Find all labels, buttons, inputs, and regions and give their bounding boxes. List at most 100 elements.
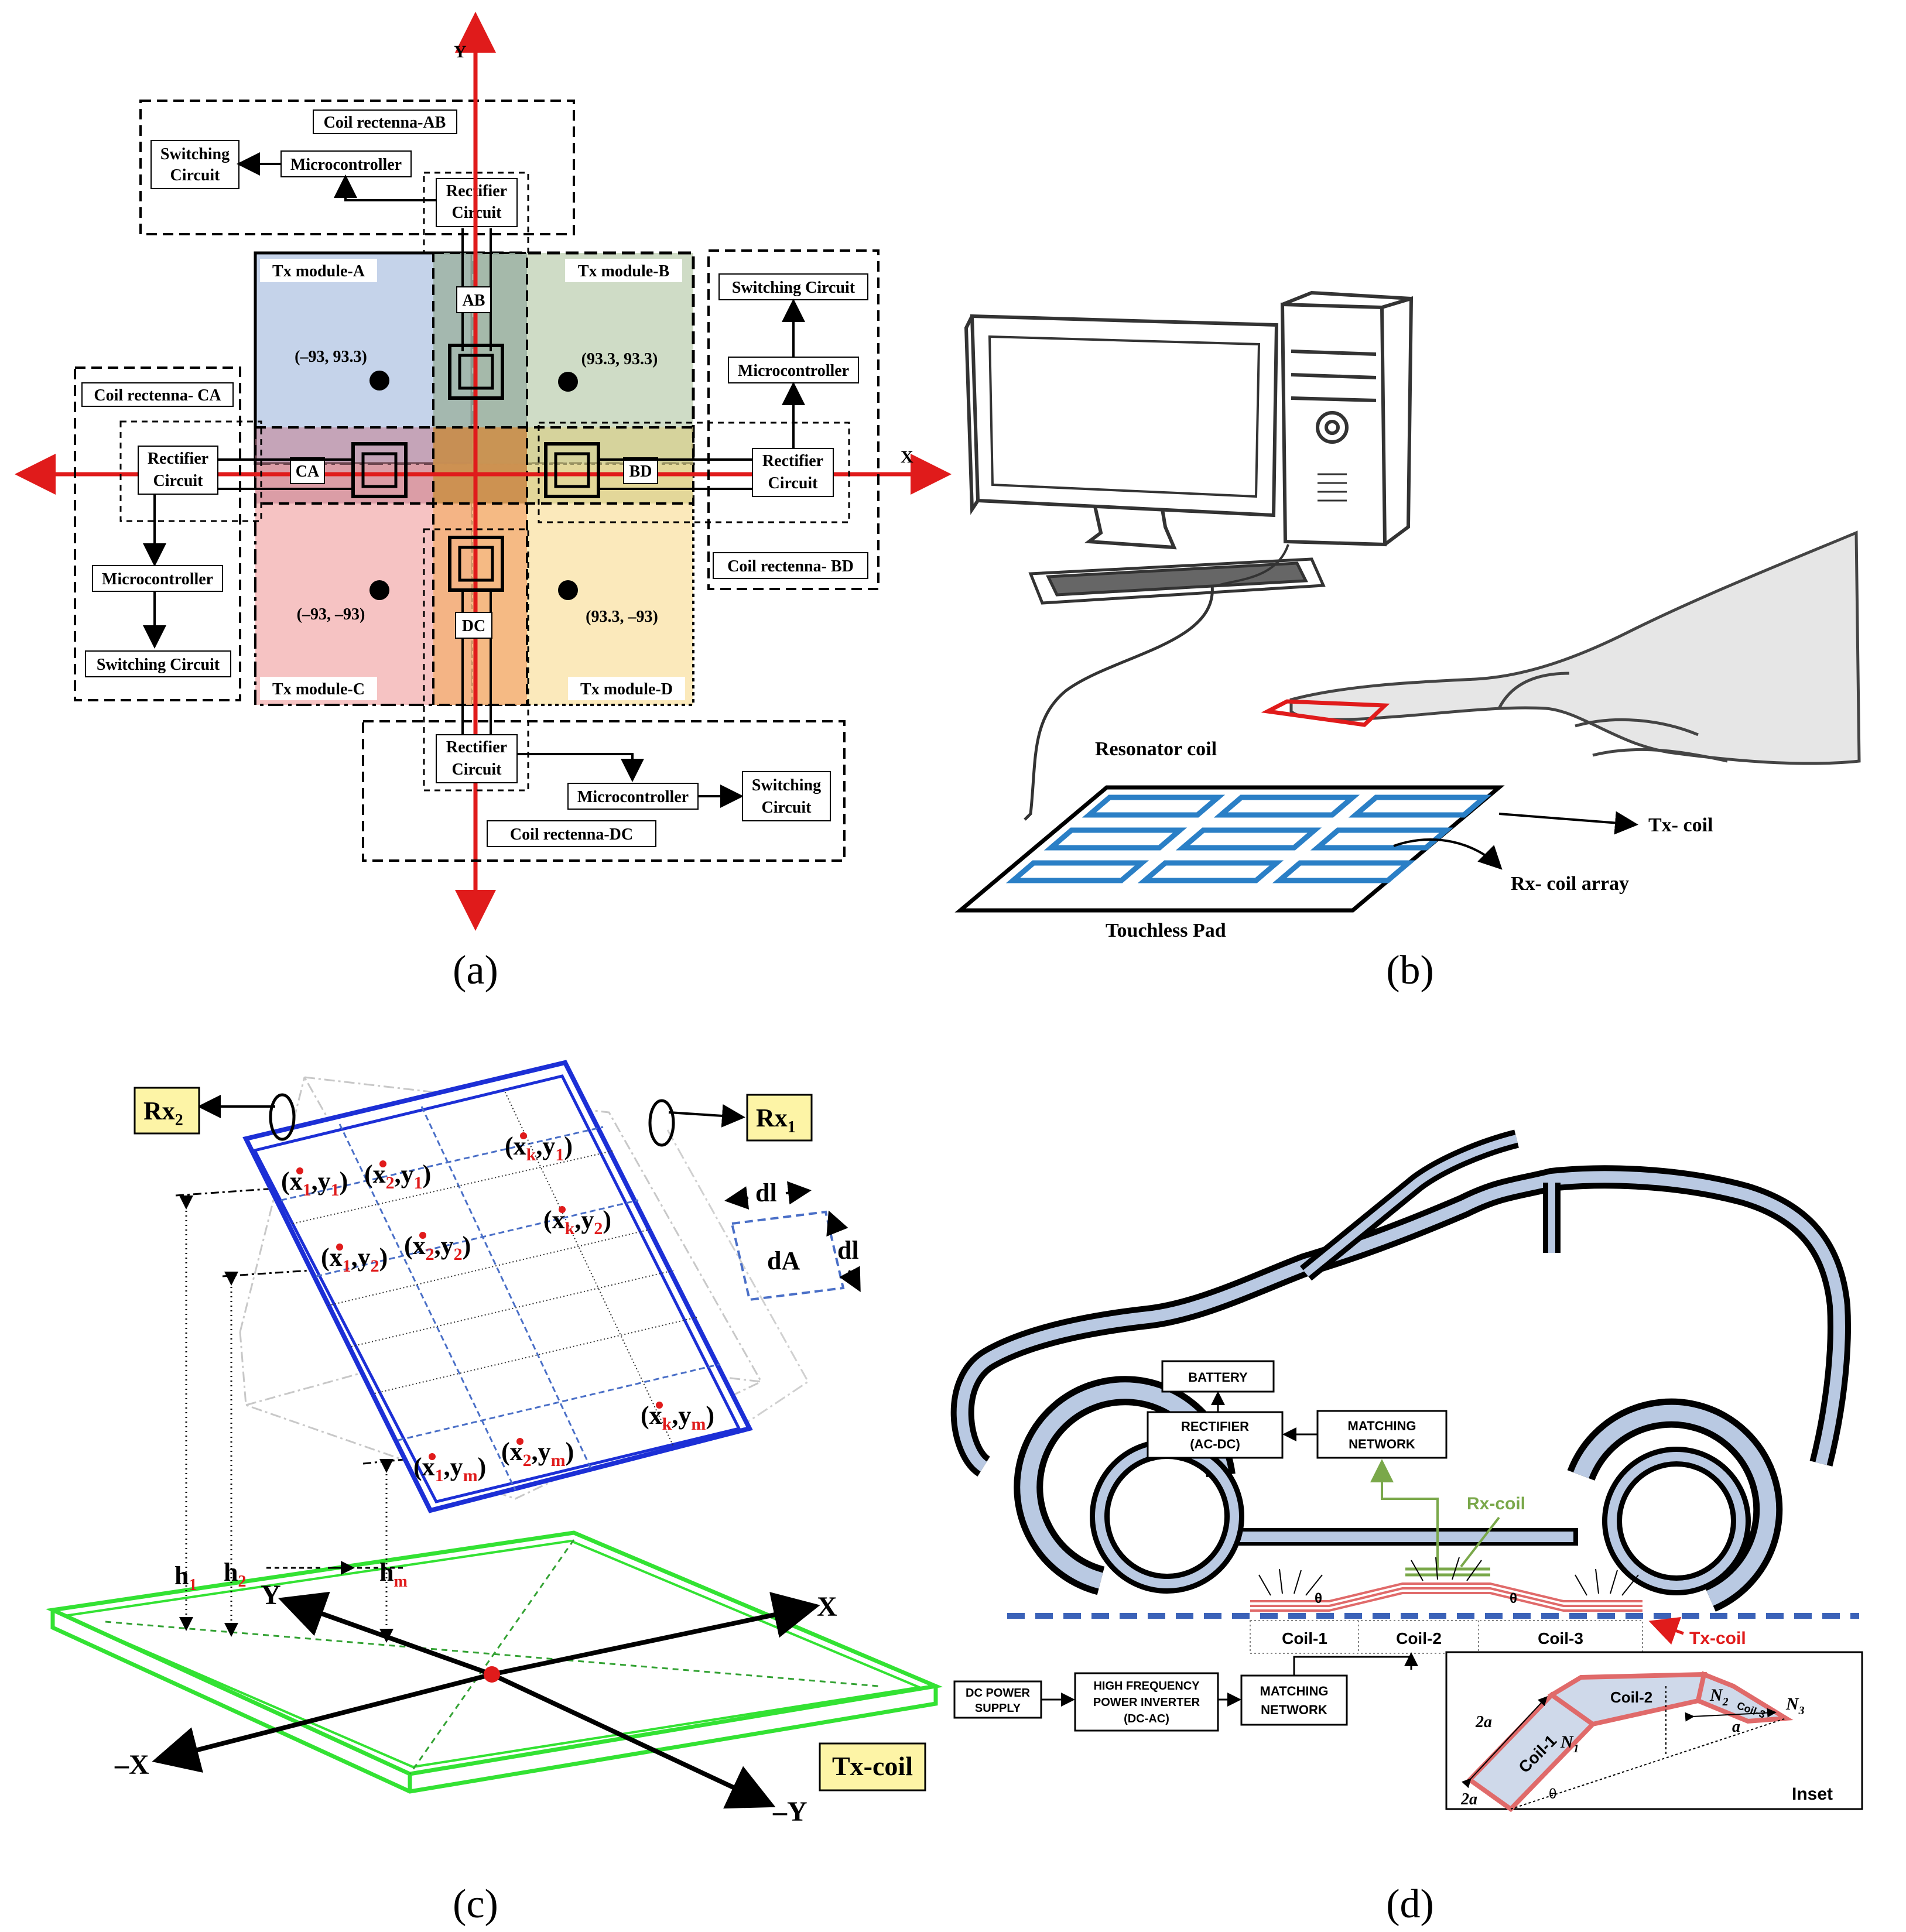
resonator-label: Resonator coil	[1095, 738, 1217, 760]
inset-n2: N2	[1709, 1686, 1729, 1708]
monitor-icon	[964, 314, 1279, 550]
tx-coils	[1250, 1582, 1642, 1612]
coil-ca-label: CA	[296, 463, 320, 481]
rectenna-dc-micro: Microcontroller	[577, 788, 689, 806]
coil-dc	[448, 536, 504, 592]
cell-1-m: (x1,ym)	[413, 1453, 486, 1485]
rectifier-d-2: (AC-DC)	[1190, 1437, 1240, 1451]
dc-supply-2: SUPPLY	[975, 1702, 1021, 1715]
rectifier-d-1: RECTIFIER	[1181, 1419, 1249, 1434]
tx-coil-d-label: Tx-coil	[1689, 1629, 1746, 1648]
inverter-2: POWER INVERTER	[1093, 1696, 1200, 1709]
axis-x-label: X	[901, 447, 913, 467]
rectenna-dc-switching-2: Circuit	[761, 799, 812, 817]
cable	[1024, 585, 1214, 821]
coord-d: (93.3, –93)	[586, 608, 658, 626]
caption-a: (a)	[453, 948, 498, 993]
coil-ab	[448, 344, 504, 400]
cell-1-2: (x1,y2)	[321, 1243, 388, 1276]
tx-coil-c-label: Tx-coil	[832, 1751, 913, 1781]
coil-ab-label: AB	[463, 292, 485, 310]
dc-supply-1: DC POWER	[966, 1687, 1031, 1700]
rear-wheel	[1567, 1398, 1783, 1612]
center-dot-c	[369, 580, 389, 600]
axis-x-neg	[152, 1672, 492, 1773]
rx1-label: Rx1	[756, 1104, 796, 1136]
center-dot-d	[558, 580, 578, 600]
matching-top-1: MATCHING	[1348, 1419, 1416, 1433]
coil-dc-label: DC	[462, 617, 485, 635]
keyboard-icon	[1028, 557, 1326, 605]
rectenna-bd-title: Coil rectenna- BD	[727, 557, 854, 576]
rectenna-ca-rectifier-1: Rectifier	[148, 450, 208, 468]
rx-coil-d-label: Rx-coil	[1467, 1494, 1525, 1513]
rectenna-ca-micro: Microcontroller	[102, 570, 213, 588]
axis-y-label: Y	[454, 42, 467, 61]
rx-coil-array	[1005, 794, 1492, 883]
panel-d: BATTERY RECTIFIER (AC-DC) MATCHING NETWO…	[950, 1129, 1863, 1813]
rectenna-ab-title: Coil rectenna-AB	[324, 114, 446, 132]
coil-1-label: Coil-1	[1282, 1629, 1327, 1647]
rectenna-ca-switching: Switching Circuit	[97, 656, 220, 674]
axis-y-neg	[491, 1672, 776, 1809]
rectenna-ca-rectifier-2: Circuit	[153, 472, 203, 490]
caption-b: (b)	[1386, 948, 1434, 993]
inset-label: Inset	[1792, 1784, 1833, 1804]
dl-label-top: dl	[755, 1179, 777, 1207]
coil-3-label: Coil-3	[1538, 1629, 1583, 1647]
origin-dot	[484, 1666, 500, 1683]
rectenna-ab-switching-2: Circuit	[170, 166, 220, 184]
coil-ca	[351, 442, 408, 498]
center-dot-b	[558, 372, 578, 392]
rectenna-bd-rectifier-2: Circuit	[768, 474, 818, 492]
rectenna-ab-switching-1: Switching	[160, 145, 230, 163]
panel-a: Coil rectenna-AB Switching Circuit Micro…	[15, 12, 952, 931]
coil-bd-label: BD	[629, 463, 652, 481]
rectenna-ab-micro: Microcontroller	[290, 156, 402, 174]
inverter-3: (DC-AC)	[1124, 1712, 1169, 1725]
resonator-coil	[1261, 699, 1390, 727]
inset-n1: N1	[1560, 1732, 1579, 1755]
dl-label-side: dl	[837, 1236, 859, 1265]
matching-bottom-1: MATCHING	[1260, 1684, 1329, 1698]
rectenna-bd-rectifier-1: Rectifier	[762, 452, 823, 470]
rectenna-bd-switching: Switching Circuit	[732, 279, 856, 297]
h2-label: h2	[224, 1558, 246, 1591]
rectenna-ab-box	[139, 100, 575, 235]
coord-a: (–93, 93.3)	[295, 348, 367, 366]
rx-plate	[242, 1060, 753, 1513]
tx-module-d-label: Tx module-D	[580, 680, 673, 698]
inset-2a-bottom: 2a	[1460, 1790, 1477, 1808]
panel-b: Resonator coil Tx- coil Rx- coil array T…	[954, 290, 1861, 941]
matching-top-2: NETWORK	[1349, 1437, 1415, 1451]
tx-module-c-label: Tx module-C	[272, 680, 365, 698]
inset-2a-side: 2a	[1475, 1713, 1492, 1731]
battery-label: BATTERY	[1188, 1370, 1248, 1385]
dA-label: dA	[767, 1246, 800, 1275]
hm-label: hm	[379, 1558, 408, 1591]
caption-d: (d)	[1386, 1882, 1434, 1927]
tx-module-a-label: Tx module-A	[272, 262, 365, 280]
rectenna-bd-micro: Microcontroller	[738, 362, 849, 380]
cell-2-2: (x2,y2)	[404, 1231, 471, 1264]
inset-n3: N3	[1785, 1694, 1805, 1717]
rectenna-dc-rectifier-2: Circuit	[451, 761, 502, 779]
tx-module-b-label: Tx module-B	[578, 262, 669, 280]
axis-x-pos	[491, 1592, 820, 1677]
rectenna-dc-box	[362, 720, 846, 862]
coil-bd	[544, 442, 600, 498]
rectenna-dc-title: Coil rectenna-DC	[510, 825, 633, 844]
inverter-1: HIGH FREQUENCY	[1093, 1680, 1200, 1693]
computer-tower-icon	[1280, 290, 1414, 547]
coord-b: (93.3, 93.3)	[581, 350, 658, 368]
rectenna-dc-switching-1: Switching	[752, 776, 821, 794]
panel-c: (x1,y1) (x2,y1) (xk,y1) (x1,y2) (x2,y2) …	[45, 1060, 943, 1827]
axis-y-pos	[278, 1591, 493, 1677]
rectenna-dc-rectifier-1: Rectifier	[446, 738, 507, 756]
rx-coil-array-label: Rx- coil array	[1511, 873, 1629, 895]
coord-c: (–93, –93)	[297, 605, 365, 624]
hand-icon	[1289, 530, 1861, 765]
rectenna-ca-title: Coil rectenna- CA	[94, 386, 221, 405]
theta-1: θ	[1315, 1591, 1322, 1606]
h1-label: h1	[174, 1561, 197, 1594]
